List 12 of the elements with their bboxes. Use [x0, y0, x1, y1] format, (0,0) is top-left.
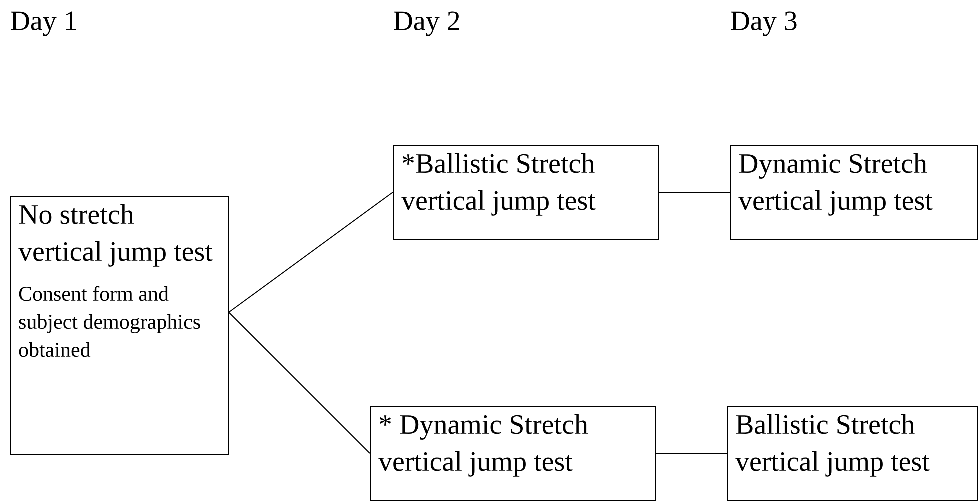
day-label: Day 1 [11, 12, 76, 36]
connector-line [228, 192, 394, 313]
process-box: Ballistic Stretch vertical jump test [727, 406, 978, 501]
process-box: Dynamic Stretch vertical jump test [730, 145, 978, 240]
day-label: Day 3 [731, 12, 797, 36]
connector-line [656, 453, 728, 454]
connector-line [228, 312, 370, 454]
connector-line [658, 192, 730, 193]
process-box: * Dynamic Stretch vertical jump test [370, 406, 656, 501]
process-box: No stretch vertical jump test Consent form and subject demographics obtained [10, 196, 229, 455]
day-label: Day 2 [394, 12, 460, 36]
process-box: *Ballistic Stretch vertical jump test [393, 145, 659, 240]
